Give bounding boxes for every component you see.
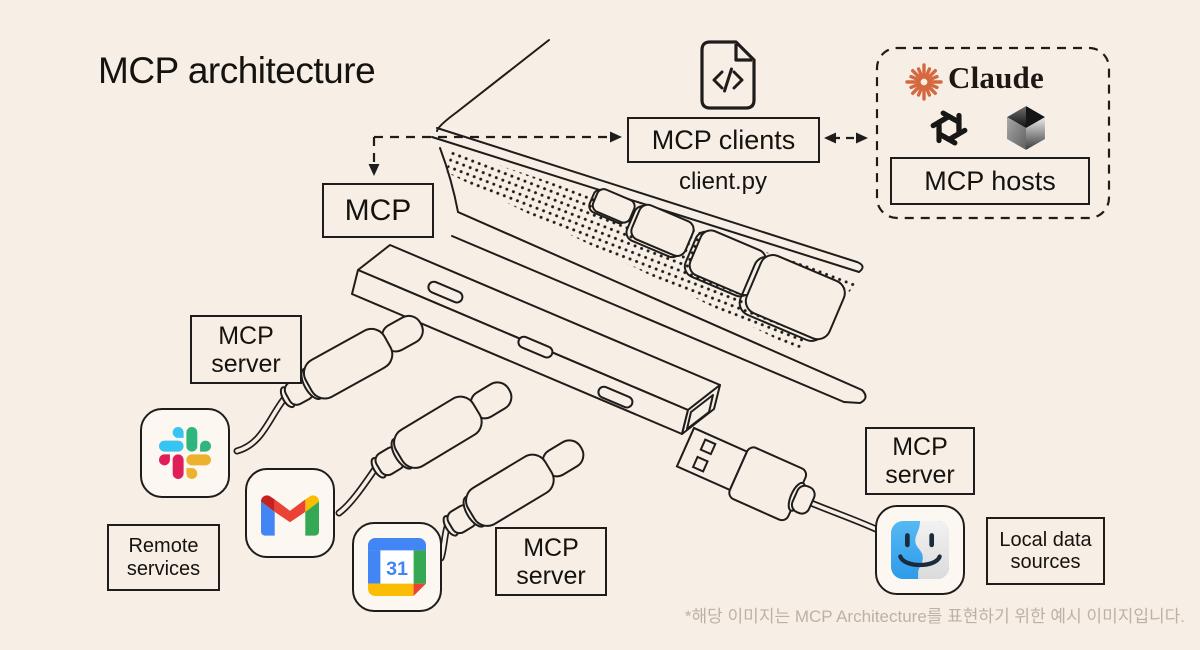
mcp-protocol-label: MCP — [322, 183, 434, 238]
calendar-day-number: 31 — [386, 558, 408, 580]
remote-services-label: Remote services — [107, 524, 220, 591]
gmail-icon — [245, 468, 335, 558]
mcp-server-label-1: MCP server — [190, 315, 302, 384]
cursor-logo-icon — [1007, 106, 1045, 150]
hub-usb-a-male-port — [686, 394, 714, 430]
disclaimer-footnote: *해당 이미지는 MCP Architecture를 표현하기 위한 예시 이미… — [684, 607, 1185, 626]
hosts-dashed-frame — [875, 46, 1111, 220]
usb-c-plug-2 — [362, 370, 521, 490]
google-calendar-icon: 31 — [352, 522, 442, 612]
usb-hub — [351, 244, 721, 435]
cables — [233, 395, 882, 562]
google-calendar-glyph: 31 — [368, 538, 426, 596]
usb-a-plug — [675, 426, 816, 522]
hub-port-slot — [427, 280, 464, 304]
laptop-deck — [439, 147, 867, 405]
slack-glyph — [159, 427, 211, 479]
dashed-connectors — [368, 46, 1111, 220]
mcp-clients-label: MCP clients — [627, 117, 820, 163]
finder-icon — [875, 505, 965, 595]
laptop-keys — [588, 188, 846, 342]
page-title: MCP architecture — [98, 50, 376, 91]
hub-port-slot — [597, 385, 634, 409]
claude-wordmark: Claude — [948, 60, 1044, 95]
finder-glyph — [891, 521, 949, 579]
mcp-server-label-3: MCP server — [865, 427, 975, 495]
slack-icon — [140, 408, 230, 498]
mcp-server-label-2: MCP server — [495, 527, 607, 596]
mcp-hosts-label: MCP hosts — [890, 157, 1090, 205]
code-file-icon — [700, 40, 756, 110]
gmail-glyph — [261, 494, 319, 536]
hub-port-slot — [517, 335, 554, 359]
client-file-name: client.py — [678, 168, 768, 195]
local-data-sources-label: Local data sources — [986, 517, 1105, 585]
claude-logo-icon — [905, 63, 943, 101]
openai-logo-icon — [930, 110, 968, 146]
